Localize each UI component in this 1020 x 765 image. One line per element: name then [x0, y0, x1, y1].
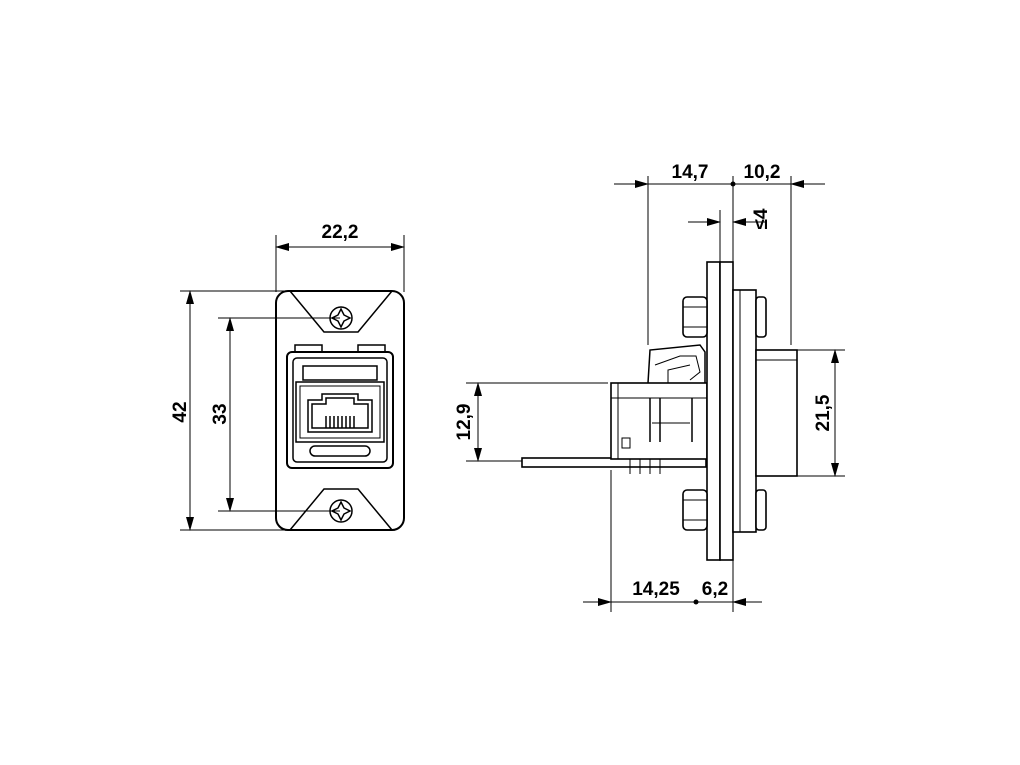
hole-spacing-label: 33 — [210, 403, 231, 424]
left-height-label: 12,9 — [454, 404, 475, 441]
width-label: 22,2 — [322, 222, 359, 243]
bottom-nut-icon — [682, 489, 767, 531]
rj45-socket — [286, 344, 394, 469]
top-screw-icon — [329, 306, 353, 330]
front-plate — [275, 290, 405, 531]
front-body — [755, 349, 798, 477]
panel-thickness-label: ≤4 — [751, 208, 772, 229]
bottom-left-label: 14,25 — [632, 579, 680, 600]
panel-thickness — [719, 261, 734, 561]
right-height-label: 21,5 — [813, 394, 834, 431]
bottom-screw-icon — [329, 499, 353, 523]
height-label: 42 — [170, 401, 191, 422]
rear-socket-body — [610, 344, 708, 474]
top-nut-icon — [682, 296, 767, 338]
side-view: 14,7 10,2 ≤4 12,9 21,5 14,25 6,2 — [454, 162, 845, 612]
bottom-right-label: 6,2 — [702, 579, 728, 600]
top-left-label: 14,7 — [672, 162, 709, 183]
top-right-label: 10,2 — [744, 162, 781, 183]
flange — [732, 289, 757, 533]
front-view: 22,2 42 33 — [170, 222, 405, 531]
left-panel-plate — [706, 261, 721, 561]
